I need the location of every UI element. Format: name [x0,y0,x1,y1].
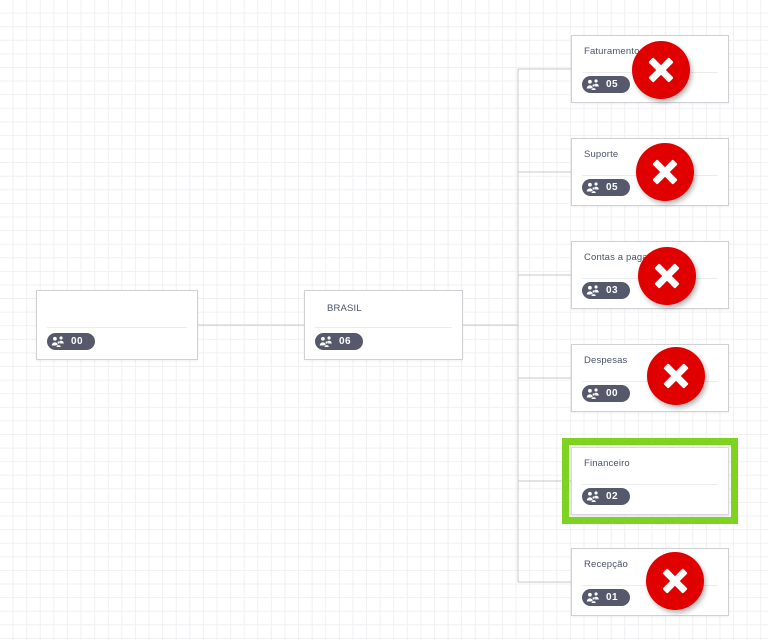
node-divider [47,327,187,328]
blocked-x-icon[interactable] [636,143,694,201]
org-node-title: Faturamento [584,46,640,57]
blocked-x-icon[interactable] [638,247,696,305]
employee-count: 01 [606,591,618,603]
employee-count-badge[interactable]: 05 [582,76,630,93]
blocked-x-icon[interactable] [647,347,705,405]
node-divider [582,484,718,485]
users-group-icon [586,284,601,297]
employee-count-badge[interactable]: 06 [315,333,363,350]
org-node-title: Despesas [584,355,628,366]
users-group-icon [586,181,601,194]
org-node-title: Contas a pagar [584,252,652,263]
blocked-x-icon[interactable] [646,552,704,610]
employee-count-badge[interactable]: 05 [582,179,630,196]
employee-count: 00 [606,387,618,399]
users-group-icon [586,490,601,503]
org-node-title: Suporte [584,149,619,160]
blocked-x-icon[interactable] [632,41,690,99]
employee-count: 02 [606,490,618,502]
users-group-icon [586,591,601,604]
org-node-title: Financeiro [584,458,630,469]
close-x-glyph [654,263,680,289]
users-group-icon [586,78,601,91]
org-node-financeiro[interactable]: Financeiro 02 [562,438,738,524]
close-x-glyph [663,363,689,389]
org-node-root[interactable]: 00 [36,290,198,360]
employee-count-badge[interactable]: 02 [582,488,630,505]
org-node-title: BRASIL [327,303,362,314]
users-group-icon [586,387,601,400]
employee-count: 05 [606,78,618,90]
employee-count: 00 [71,335,83,347]
employee-count-badge[interactable]: 03 [582,282,630,299]
employee-count-badge[interactable]: 01 [582,589,630,606]
employee-count-badge[interactable]: 00 [582,385,630,402]
employee-count-badge[interactable]: 00 [47,333,95,350]
employee-count: 06 [339,335,351,347]
close-x-glyph [648,57,674,83]
users-group-icon [51,335,66,348]
node-divider [315,327,452,328]
users-group-icon [319,335,334,348]
employee-count: 03 [606,284,618,296]
close-x-glyph [652,159,678,185]
close-x-glyph [662,568,688,594]
org-node-brasil[interactable]: BRASIL 06 [304,290,463,360]
employee-count: 05 [606,181,618,193]
org-node-title: Recepção [584,559,628,570]
